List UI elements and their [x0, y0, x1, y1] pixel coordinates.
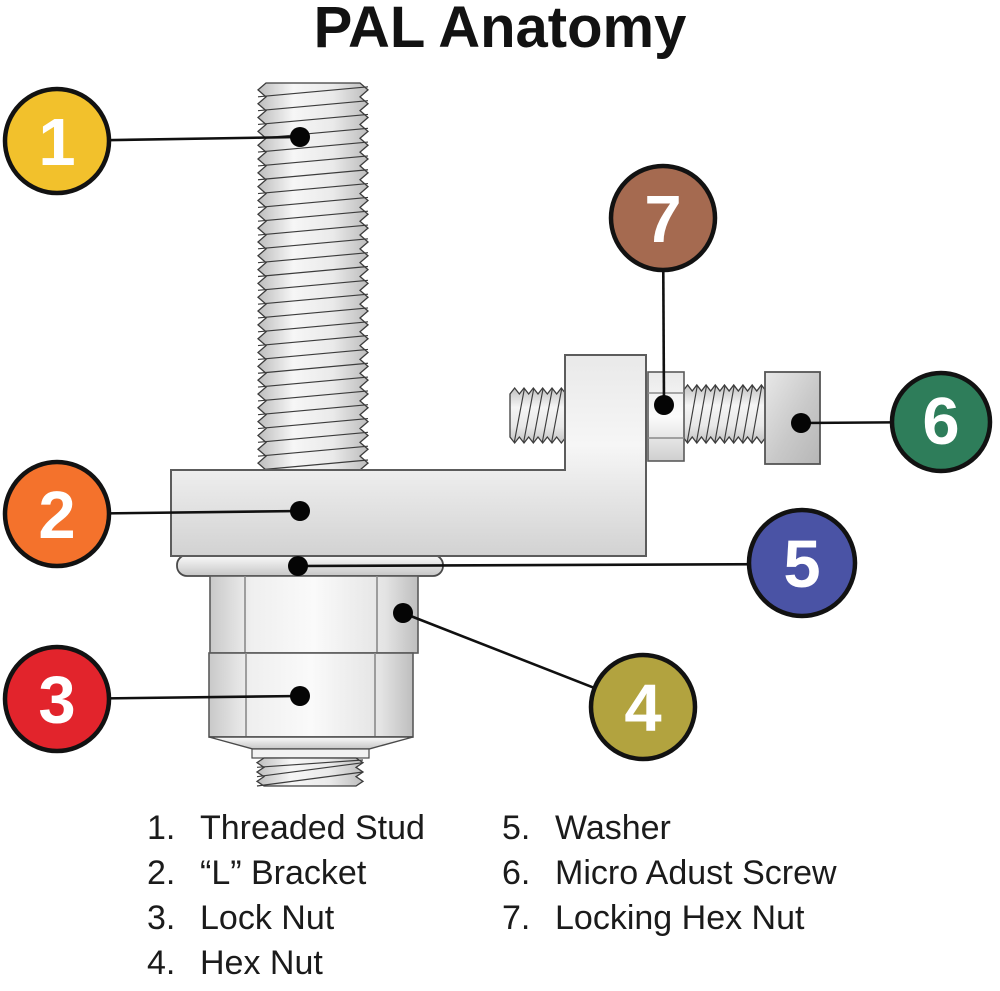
callout-1: 1: [2, 86, 310, 196]
callout-3: 3: [2, 644, 310, 754]
legend-item-lock-nut: 3. Lock Nut: [147, 896, 502, 941]
l-bracket: [170, 354, 647, 557]
badge-number-4: 4: [624, 671, 661, 746]
legend-item-l-bracket: 2. “L” Bracket: [147, 851, 502, 896]
legend-label: Locking Hex Nut: [555, 899, 805, 937]
legend-number: 1.: [147, 809, 176, 847]
micro-adjust-screw-tail: [509, 386, 567, 445]
badge-circle-7: [608, 163, 718, 273]
leader-dot-6: [791, 413, 811, 433]
leader-line-5: [297, 562, 803, 568]
page-title: PAL Anatomy: [313, 0, 687, 60]
legend-label: Lock Nut: [200, 899, 335, 937]
micro-adjust-screw-shaft: [682, 383, 767, 445]
legend-number: 5.: [502, 809, 531, 847]
legend-number: 3.: [147, 899, 176, 937]
legend-label: “L” Bracket: [200, 854, 367, 892]
leader-dot-4: [393, 603, 413, 623]
badge-number-6: 6: [922, 384, 959, 459]
legend-column-2: 5. Washer 6. Micro Adust Screw 7. Locking H…: [502, 806, 942, 986]
legend-number: 2.: [147, 854, 176, 892]
badge-circle-1: [2, 86, 112, 196]
badge-number-2: 2: [38, 478, 75, 553]
exposed-threads: [255, 757, 365, 787]
leader-dot-1: [290, 127, 310, 147]
locking-hex-nut: [647, 371, 685, 462]
legend-number: 6.: [502, 854, 531, 892]
leader-dot-2: [290, 501, 310, 521]
badge-circle-2: [2, 459, 112, 569]
legend-label: Threaded Stud: [200, 809, 425, 847]
legend-number: 4.: [147, 944, 176, 982]
badge-number-3: 3: [38, 663, 75, 738]
leader-dot-3: [290, 686, 310, 706]
callout-6: 6: [791, 370, 993, 474]
callout-4: 4: [393, 603, 698, 762]
badge-circle-3: [2, 644, 112, 754]
legend-label: Washer: [555, 809, 671, 847]
lock-nut: [208, 652, 414, 759]
legend-item-locking-hex-nut: 7. Locking Hex Nut: [502, 896, 942, 941]
badge-number-7: 7: [644, 182, 681, 257]
mechanical-drawing: 1 2 3 4 5: [2, 82, 993, 787]
legend: 1. Threaded Stud 2. “L” Bracket 3. Lock Nut…: [147, 806, 942, 986]
badge-circle-5: [746, 507, 858, 619]
callout-2: 2: [2, 459, 310, 569]
hex-nut: [209, 575, 419, 654]
badge-number-1: 1: [38, 105, 75, 180]
legend-item-micro-adjust-screw: 6. Micro Adust Screw: [502, 851, 942, 896]
badge-number-5: 5: [783, 527, 820, 602]
callout-5: 5: [288, 507, 858, 619]
micro-adjust-screw-head: [764, 371, 821, 465]
leader-dot-7: [654, 395, 674, 415]
legend-label: Micro Adust Screw: [555, 854, 837, 892]
lock-nut-chamfer: [208, 736, 414, 750]
badge-circle-4: [588, 652, 698, 762]
lock-nut-collar: [251, 748, 370, 759]
legend-label: Hex Nut: [200, 944, 323, 982]
callout-7: 7: [608, 163, 718, 415]
leader-dot-5: [288, 556, 308, 576]
legend-column-1: 1. Threaded Stud 2. “L” Bracket 3. Lock Nut…: [147, 806, 502, 986]
threaded-stud: [257, 82, 369, 471]
legend-number: 7.: [502, 899, 531, 937]
badge-circle-6: [889, 370, 993, 474]
legend-item-hex-nut: 4. Hex Nut: [147, 941, 502, 986]
legend-item-threaded-stud: 1. Threaded Stud: [147, 806, 502, 851]
legend-item-washer: 5. Washer: [502, 806, 942, 851]
